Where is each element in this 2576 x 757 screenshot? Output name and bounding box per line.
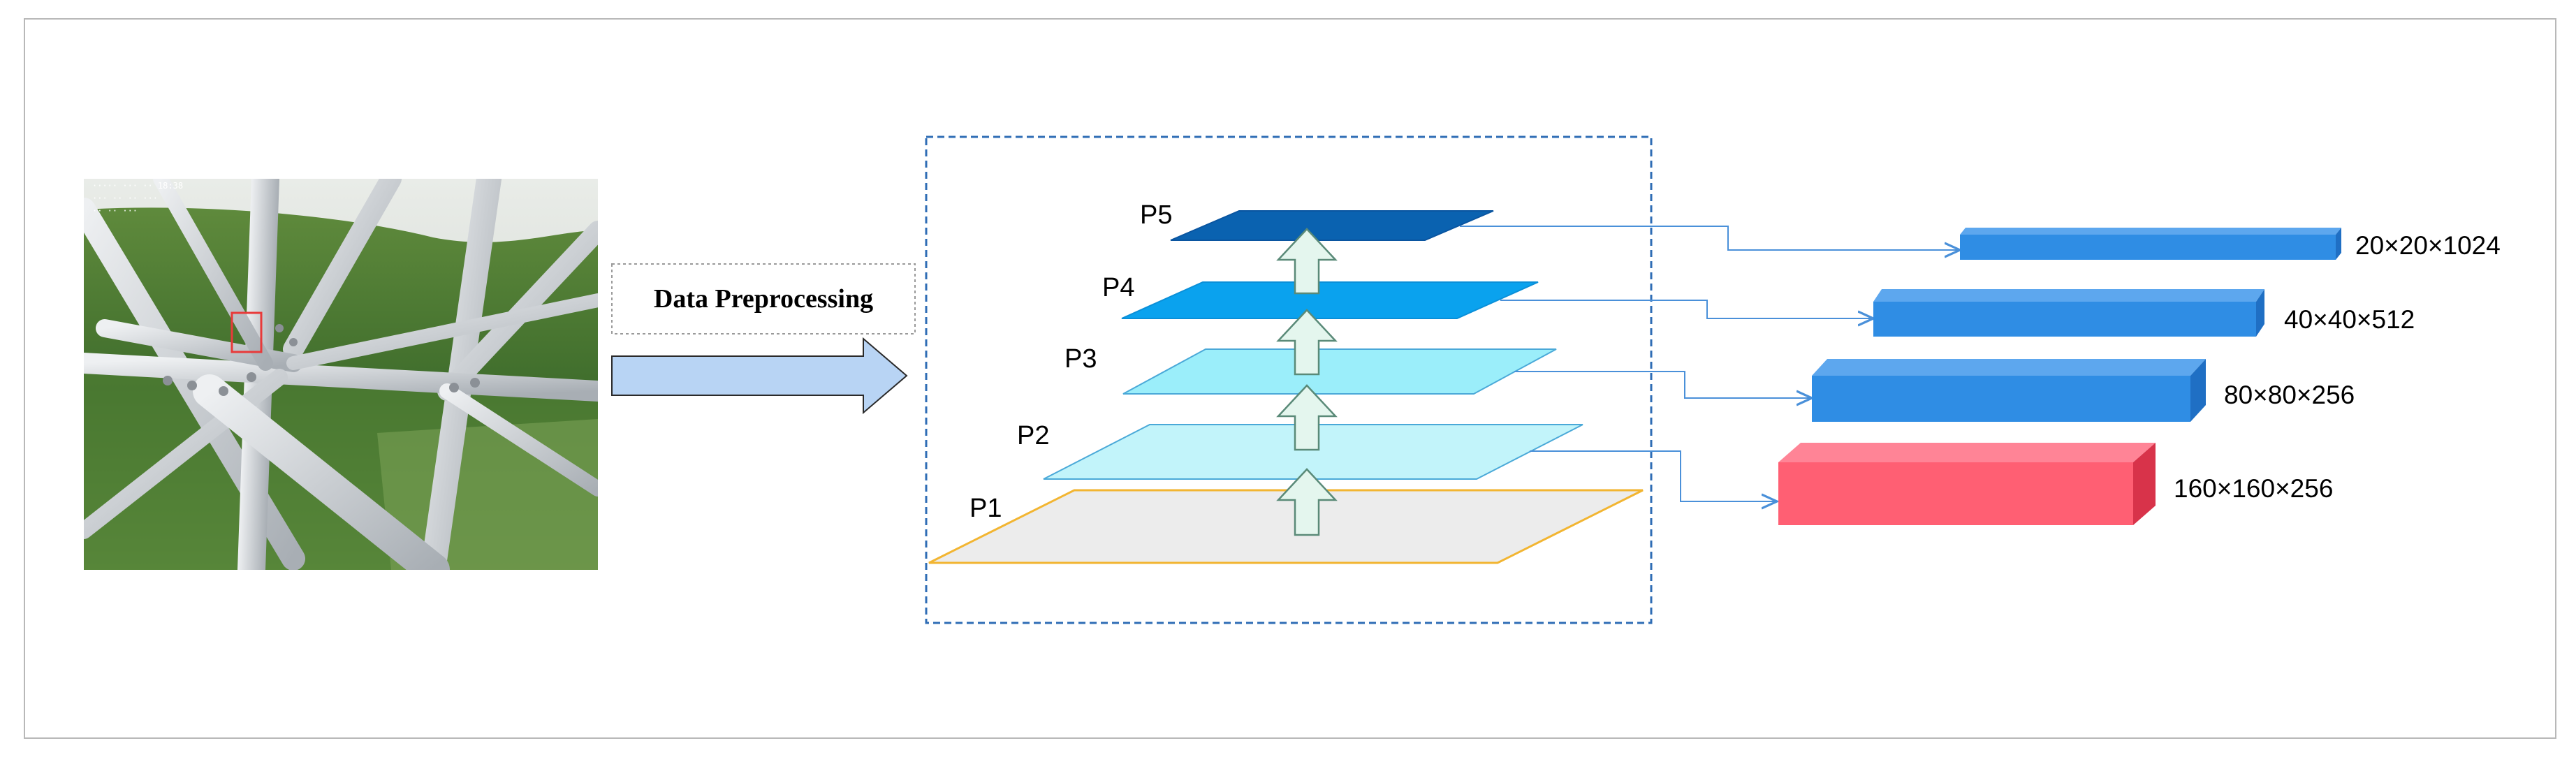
- level-p1-plane: [928, 489, 1644, 564]
- input-photo: ····· ··· ·· 18:38 ··· ·· ·· ··· ·· ·· ·…: [84, 179, 598, 570]
- level-p1-label: P1: [969, 494, 1002, 523]
- up-arrow-p2-p3: [1276, 384, 1338, 451]
- output-block-20: [1960, 228, 2341, 260]
- preprocessing-label-box: [611, 263, 916, 335]
- level-p3-label: P3: [1064, 344, 1097, 374]
- level-p4-label: P4: [1102, 273, 1134, 302]
- pyramid-container: [925, 135, 1653, 624]
- output-block-160: [1778, 443, 2156, 525]
- level-p5-plane: [1170, 210, 1494, 241]
- level-p3-plane: [1122, 348, 1557, 395]
- output-label-40: 40×40×512: [2284, 305, 2415, 334]
- output-label-160: 160×160×256: [2174, 474, 2333, 503]
- preprocessing-arrow: [611, 337, 908, 415]
- photo-overlay-line-1: ····· ··· ·· 18:38: [92, 181, 183, 191]
- preprocessing-label: Data Preprocessing: [654, 284, 873, 314]
- connector-p4: [1500, 300, 1873, 318]
- connector-p3: [1514, 371, 1812, 398]
- photo-overlay-line-3: ·· ·· ···: [92, 206, 138, 216]
- photo-overlay-line-2: ··· ·· ·· ···: [92, 193, 158, 203]
- up-arrow-p4-p5: [1276, 228, 1338, 295]
- level-p2-plane: [1043, 424, 1583, 480]
- output-block-80: [1812, 359, 2206, 422]
- level-p5-label: P5: [1140, 200, 1172, 230]
- output-label-20: 20×20×1024: [2355, 231, 2501, 260]
- figure-frame: [24, 18, 2556, 739]
- output-block-40: [1873, 289, 2264, 337]
- connector-p2: [1530, 450, 1777, 501]
- up-arrow-p1-p2: [1276, 468, 1338, 536]
- level-p4-plane: [1121, 281, 1539, 319]
- connector-p5: [1460, 226, 1960, 250]
- up-arrow-p3-p4: [1276, 309, 1338, 376]
- output-label-80: 80×80×256: [2224, 381, 2355, 409]
- level-p2-label: P2: [1017, 421, 1049, 450]
